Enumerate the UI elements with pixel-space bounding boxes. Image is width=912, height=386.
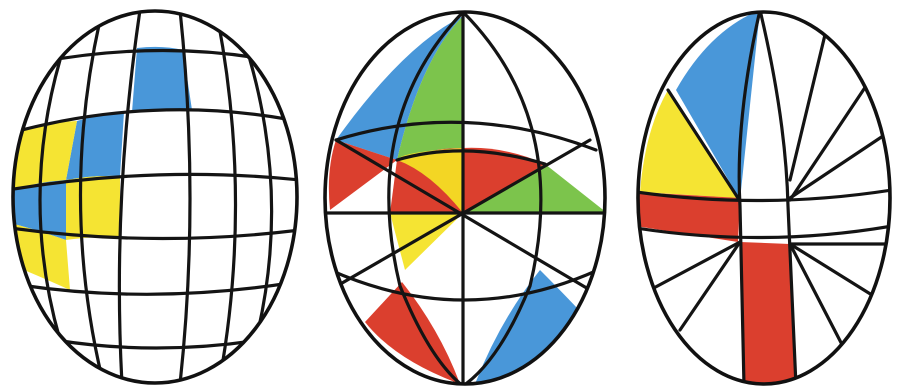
blue-sector-bottom-right [475,270,590,384]
red-band-vertical [740,242,796,384]
yellow-cell-center [66,176,120,240]
yellow-sector-lower [390,213,463,270]
radial-egg [325,10,607,386]
cross-egg [636,10,892,386]
grid-egg [8,10,300,384]
